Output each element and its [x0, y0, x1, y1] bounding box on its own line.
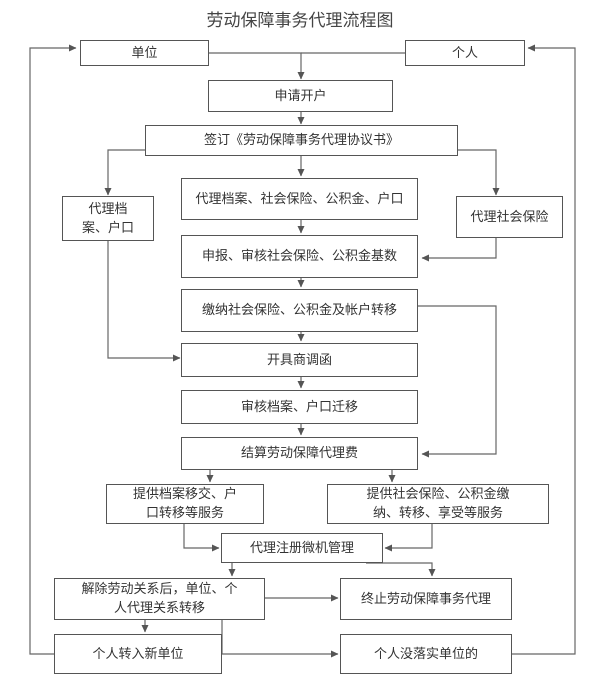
node-settle-fee: 结算劳动保障代理费 — [181, 437, 418, 470]
node-terminate-relation: 解除劳动关系后，单位、个 人代理关系转移 — [54, 578, 265, 620]
node-agent-social: 代理社会保险 — [456, 196, 563, 238]
node-agent-files: 代理档 案、户口 — [62, 196, 154, 241]
node-sign-agreement: 签订《劳动保障事务代理协议书》 — [145, 125, 458, 156]
node-pay-transfer: 缴纳社会保险、公积金及帐户转移 — [181, 289, 418, 332]
node-declare-review: 申报、审核社会保险、公积金基数 — [181, 235, 418, 278]
node-review-files: 审核档案、户口迁移 — [181, 390, 418, 424]
node-provide-files: 提供档案移交、户 口转移等服务 — [106, 484, 264, 524]
node-apply-account: 申请开户 — [208, 80, 393, 112]
node-register-manage: 代理注册微机管理 — [221, 533, 383, 563]
node-individual: 个人 — [405, 40, 525, 66]
node-agent-files-social: 代理档案、社会保险、公积金、户口 — [181, 178, 418, 220]
node-no-unit: 个人没落实单位的 — [340, 634, 512, 674]
node-unit: 单位 — [80, 40, 209, 66]
node-provide-social: 提供社会保险、公积金缴 纳、转移、享受等服务 — [327, 484, 549, 524]
diagram-title: 劳动保障事务代理流程图 — [206, 11, 394, 31]
node-terminate-agency: 终止劳动保障事务代理 — [340, 578, 512, 620]
node-issue-letter: 开具商调函 — [181, 343, 418, 377]
node-new-unit: 个人转入新单位 — [54, 634, 222, 674]
